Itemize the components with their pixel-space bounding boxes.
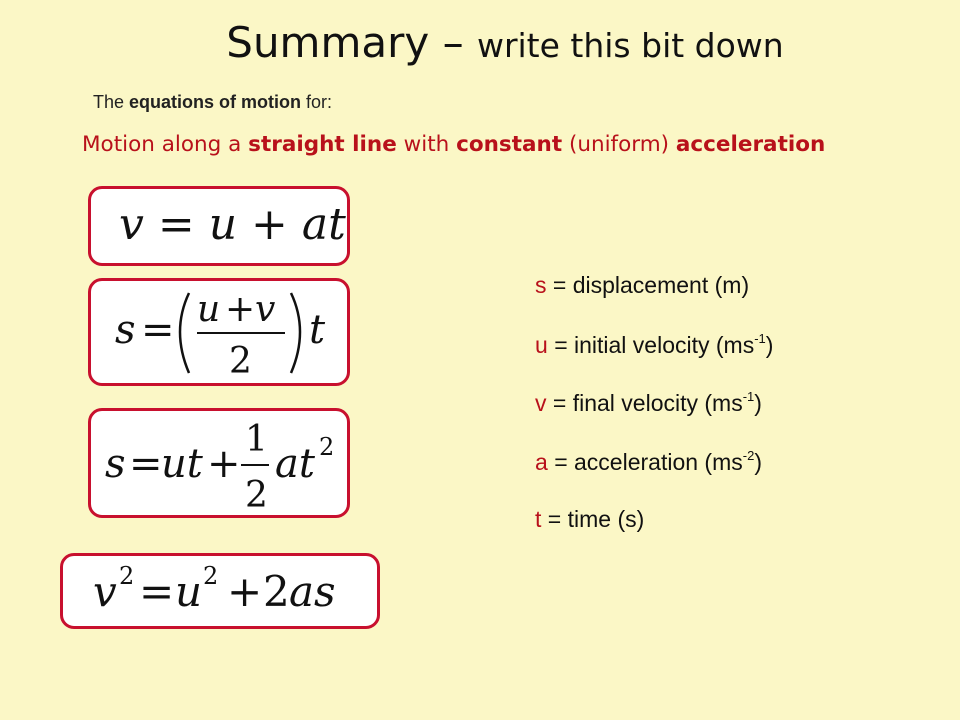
svg-text:+: + (227, 567, 262, 616)
subtitle-p2: with (396, 132, 457, 157)
svg-text:+: + (207, 441, 241, 487)
equation-box-4: v 2 = u 2 + 2 as (60, 553, 380, 629)
intro-suffix: for: (301, 92, 333, 112)
title-sub: write this bit down (476, 26, 784, 65)
intro-text: The equations of motion for: (93, 92, 332, 113)
subtitle-p3: (uniform) (562, 132, 676, 157)
legend-symbol: t (535, 506, 542, 532)
equation-box-3: s = ut + 1 2 at 2 (88, 408, 350, 518)
svg-text:2: 2 (263, 567, 290, 616)
svg-text:2: 2 (245, 475, 268, 515)
legend-symbol: u (535, 331, 548, 358)
equation-box-2: s = u + v 2 t (88, 278, 350, 386)
svg-text:s: s (105, 441, 126, 487)
legend-desc: = displacement (m) (552, 272, 750, 298)
legend-exponent: -1 (754, 330, 766, 346)
variable-legend: s = displacement (m) u = initial velocit… (535, 272, 773, 565)
svg-text:=: = (139, 567, 174, 616)
legend-desc: = time (s) (547, 506, 645, 532)
subtitle-p1: Motion along a (82, 132, 249, 157)
svg-text:as: as (289, 567, 336, 616)
svg-text:2: 2 (229, 341, 252, 382)
svg-text:=: = (129, 441, 163, 487)
legend-desc: = final velocity (ms (552, 390, 743, 416)
svg-text:2: 2 (119, 562, 134, 590)
svg-text:ut: ut (161, 441, 204, 487)
svg-text:at: at (275, 441, 316, 487)
legend-desc: = initial velocity (ms (554, 331, 755, 358)
legend-tail: ) (754, 390, 762, 416)
svg-text:t: t (309, 307, 326, 353)
svg-text:2: 2 (319, 433, 334, 461)
legend-exponent: -1 (742, 389, 755, 404)
legend-row-displacement: s = displacement (m) (535, 272, 773, 331)
slide-title: Summary – write this bit down (0, 18, 960, 67)
legend-row-acceleration: a = acceleration (ms-2) (535, 448, 773, 507)
svg-text:v = u + at: v = u + at (119, 199, 346, 250)
legend-desc: = acceleration (ms (554, 448, 743, 475)
title-main: Summary – (226, 18, 477, 67)
legend-row-final-velocity: v = final velocity (ms-1) (535, 389, 773, 448)
svg-text:v: v (93, 567, 117, 616)
svg-text:u: u (175, 567, 202, 616)
legend-symbol: s (535, 272, 547, 298)
svg-text:=: = (141, 307, 175, 353)
equation-v-equals-u-plus-at: v = u + at (119, 199, 346, 250)
svg-text:2: 2 (203, 562, 218, 590)
intro-bold: equations of motion (129, 92, 302, 112)
svg-text:+: + (225, 289, 255, 330)
equation-s-equals-ut-plus-half-at-squared: s = ut + 1 2 at 2 (105, 419, 334, 515)
svg-text:u: u (197, 289, 220, 330)
equation-s-equals-average-velocity: s = u + v 2 t (115, 289, 326, 382)
legend-row-time: t = time (s) (535, 506, 773, 565)
svg-text:s: s (115, 307, 136, 353)
svg-text:1: 1 (245, 419, 268, 460)
motion-subtitle: Motion along a straight line with consta… (82, 132, 825, 157)
svg-text:v: v (255, 289, 275, 330)
subtitle-b3: acceleration (675, 132, 826, 157)
legend-symbol: a (535, 448, 548, 475)
intro-prefix: The (93, 92, 130, 112)
legend-tail: ) (754, 448, 762, 475)
legend-row-initial-velocity: u = initial velocity (ms-1) (535, 331, 773, 390)
legend-tail: ) (765, 331, 774, 358)
legend-symbol: v (535, 390, 547, 416)
equation-box-1: v = u + at (88, 186, 350, 266)
subtitle-b1: straight line (248, 132, 397, 157)
subtitle-b2: constant (456, 132, 563, 157)
legend-exponent: -2 (742, 447, 755, 463)
equation-v-squared-equals-u-squared-plus-2as: v 2 = u 2 + 2 as (93, 562, 336, 616)
